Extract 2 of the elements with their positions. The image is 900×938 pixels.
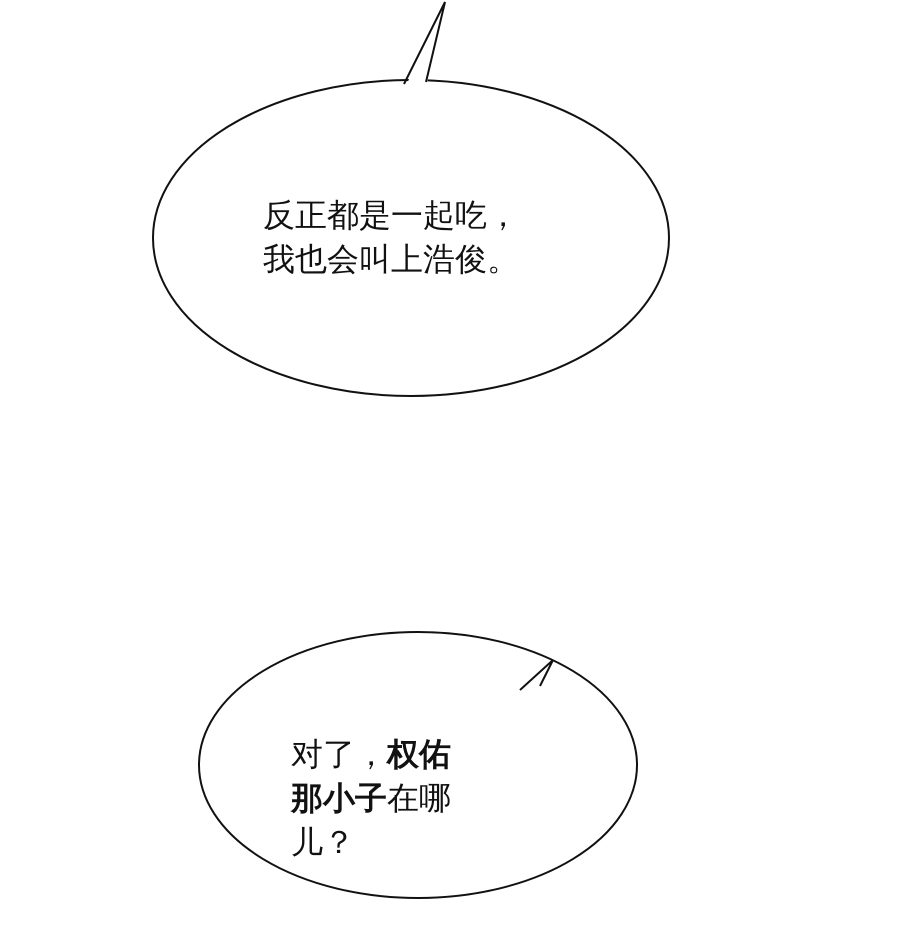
dialogue-text: 反正都是一起吃，我也会叫上浩俊。 <box>263 195 520 280</box>
dialogue-text: 对了，权佑那小子在哪儿？ <box>291 734 452 863</box>
